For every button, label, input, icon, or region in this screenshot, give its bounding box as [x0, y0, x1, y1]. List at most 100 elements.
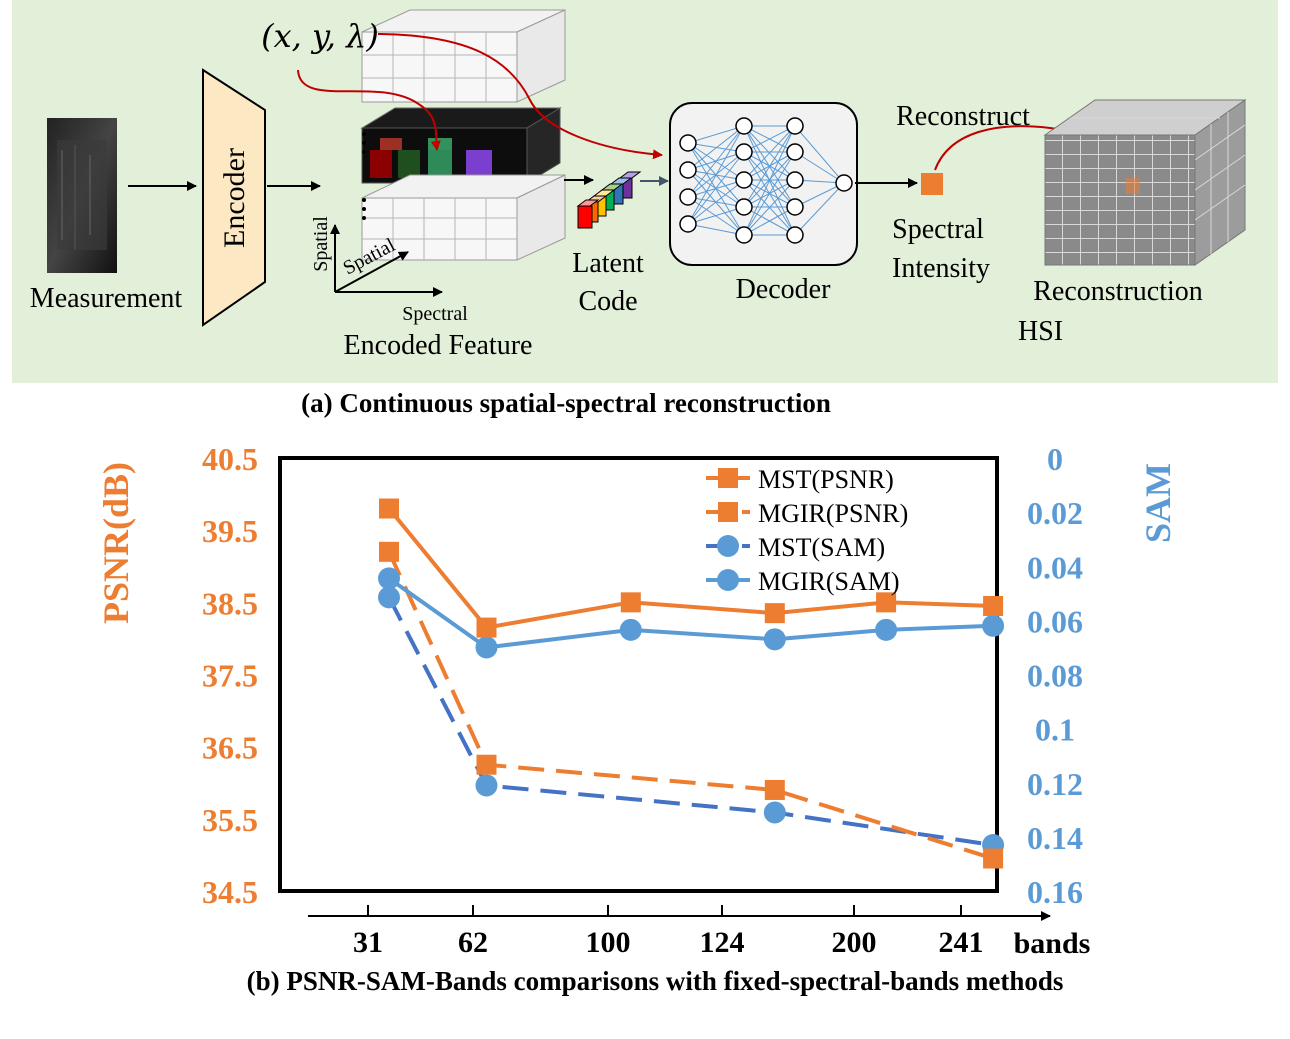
- series-line: [387, 596, 994, 847]
- data-point: [764, 603, 785, 624]
- x-tick-label: 241: [939, 926, 984, 959]
- decoder-neuron: [835, 174, 853, 192]
- encoded-feature-cube: [360, 9, 566, 261]
- legend-entry: MGIR(PSNR): [706, 499, 908, 528]
- y-left-tick-label: 38.5: [202, 585, 258, 621]
- y-right-tick-label: 0.08: [1027, 658, 1083, 694]
- measurement-image: [47, 118, 117, 273]
- data-point: [378, 586, 400, 609]
- legend-entry: MST(SAM): [706, 533, 885, 562]
- coord-to-decoder-arrow: [377, 33, 663, 160]
- y-right-tick-label: 0.04: [1027, 549, 1083, 585]
- y-right-tick-label: 0.16: [1027, 874, 1083, 910]
- data-point: [764, 779, 785, 800]
- y-right-tick-label: 0.06: [1027, 603, 1083, 639]
- y-right-tick-label: 0.14: [1027, 820, 1083, 856]
- data-point: [876, 592, 897, 613]
- x-tick-label: 62: [458, 926, 488, 959]
- data-point: [476, 754, 497, 775]
- decoder-neuron: [786, 198, 804, 216]
- panel-a: Measurement Encoder: [12, 0, 1278, 383]
- series-mgir-sam: [378, 567, 1005, 659]
- caption-a: (a) Continuous spatial-spectral reconstr…: [301, 388, 831, 418]
- caption-b: (b) PSNR-SAM-Bands comparisons with fixe…: [247, 966, 1064, 996]
- decoder-neuron: [735, 226, 753, 244]
- latent-label-line1: Latent: [572, 248, 644, 279]
- decoder-neuron: [679, 161, 697, 179]
- y-right-tick-label: 0.12: [1027, 766, 1083, 802]
- x-axis-unit-label: bands: [1014, 927, 1091, 960]
- decoder-neuron: [679, 188, 697, 206]
- y-right-axis-label: SAM: [1138, 463, 1178, 543]
- spectral-intensity-point: [921, 173, 943, 195]
- decoder-neuron: [786, 171, 804, 189]
- coord-to-feature-arrow: [297, 69, 441, 151]
- y-left-tick-label: 36.5: [202, 730, 258, 766]
- data-point: [379, 541, 399, 562]
- hsi-label-line2: HSI: [1018, 316, 1063, 347]
- decoder-neuron: [735, 198, 753, 216]
- series-mgir-psnr: [379, 541, 1004, 869]
- feature-axes: [330, 224, 443, 297]
- decoder-neuron: [786, 117, 804, 135]
- decoder-network: [669, 102, 858, 266]
- series-line: [387, 576, 994, 650]
- decoder-neuron: [735, 143, 753, 161]
- legend-label: MGIR(PSNR): [758, 499, 908, 528]
- legend-label: MGIR(SAM): [758, 567, 900, 596]
- decoder-label: Decoder: [736, 274, 832, 305]
- encoder-block: [202, 68, 266, 327]
- y-left-tick-label: 35.5: [202, 802, 258, 838]
- data-point: [475, 636, 498, 659]
- decoder-neuron: [735, 117, 753, 135]
- series-mst-psnr: [379, 498, 1004, 638]
- latent-label-line2: Code: [578, 286, 637, 317]
- y-left-tick-label: 37.5: [202, 658, 258, 694]
- y-right-tick-label: 0.02: [1027, 495, 1083, 531]
- legend-marker: [717, 535, 739, 557]
- legend-marker: [718, 468, 738, 488]
- axis-spectral: Spectral: [402, 303, 468, 325]
- coordinate-label: (x, y, λ): [261, 17, 379, 55]
- data-point: [982, 614, 1005, 637]
- decoder-neuron: [679, 134, 697, 152]
- axis-spatial-vertical: Spatial: [310, 216, 332, 272]
- data-point: [620, 592, 641, 613]
- x-tick-label: 124: [700, 926, 745, 959]
- data-point: [619, 618, 642, 641]
- decoder-neuron: [786, 226, 804, 244]
- series-line: [387, 550, 994, 861]
- data-point: [475, 774, 498, 797]
- data-point: [763, 801, 786, 824]
- panel-b-chart: PSNR(dB) SAM 40.539.538.537.536.535.534.…: [96, 441, 1178, 960]
- data-point: [476, 617, 497, 638]
- x-tick-label: 31: [353, 926, 383, 959]
- y-right-tick-label: 0.1: [1035, 712, 1075, 748]
- latent-code-cubes: [576, 171, 642, 229]
- legend: MST(PSNR) MGIR(PSNR) MST(SAM) MGIR(SAM): [706, 465, 908, 596]
- series-mst-sam: [378, 586, 1005, 856]
- legend-marker: [717, 569, 739, 591]
- encoder-label: Encoder: [218, 148, 251, 248]
- data-point: [983, 595, 1004, 616]
- y-left-tick-label: 40.5: [202, 441, 258, 477]
- data-point: [379, 498, 399, 519]
- legend-label: MST(PSNR): [758, 465, 894, 494]
- spectral-label-line1: Spectral: [892, 214, 984, 245]
- decoder-neuron: [735, 171, 753, 189]
- series-line: [387, 507, 994, 630]
- reconstruction-hsi-cube: [1043, 99, 1247, 266]
- legend-entry: MST(PSNR): [706, 465, 894, 494]
- x-tick-label: 200: [832, 926, 877, 959]
- decoder-neuron: [786, 143, 804, 161]
- legend-entry: MGIR(SAM): [706, 567, 900, 596]
- spectral-label-line2: Intensity: [892, 253, 990, 284]
- x-tick-label: 100: [586, 926, 631, 959]
- legend-marker: [718, 502, 738, 522]
- y-left-axis-label: PSNR(dB): [96, 462, 136, 624]
- data-point: [875, 618, 898, 641]
- hsi-label-line1: Reconstruction: [1033, 276, 1203, 307]
- y-left-tick-label: 34.5: [202, 874, 258, 910]
- encoded-feature-label: Encoded Feature: [344, 330, 533, 361]
- decoder-neuron: [679, 215, 697, 233]
